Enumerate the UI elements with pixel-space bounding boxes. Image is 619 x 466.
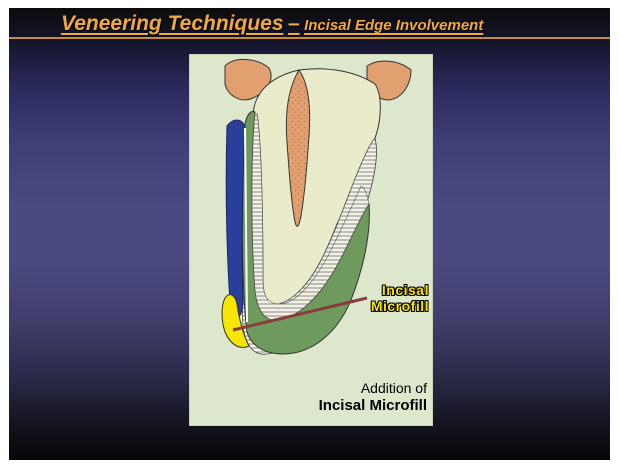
tooth-cross-section-illustration	[189, 54, 433, 426]
presentation-slide: Veneering Techniques – Incisal Edge Invo…	[9, 8, 610, 460]
caption-line-2: Incisal Microfill	[319, 397, 427, 415]
caption-line-1: Addition of	[319, 380, 427, 397]
slide-title-main: Veneering Techniques	[61, 12, 284, 35]
callout-line-1: Incisal	[371, 282, 429, 298]
labial-veneer-layer	[226, 120, 245, 318]
title-underline-rule	[9, 37, 610, 39]
callout-line-2: Microfill	[371, 298, 429, 314]
diagram-caption: Addition of Incisal Microfill	[319, 380, 427, 415]
slide-title: Veneering Techniques – Incisal Edge Invo…	[61, 12, 483, 36]
slide-subtitle: Incisal Edge Involvement	[304, 17, 483, 34]
slide-title-separator: –	[288, 12, 300, 35]
incisal-microfill-callout: Incisal Microfill	[371, 282, 429, 314]
tooth-diagram-panel: Incisal Microfill Addition of Incisal Mi…	[189, 54, 433, 426]
